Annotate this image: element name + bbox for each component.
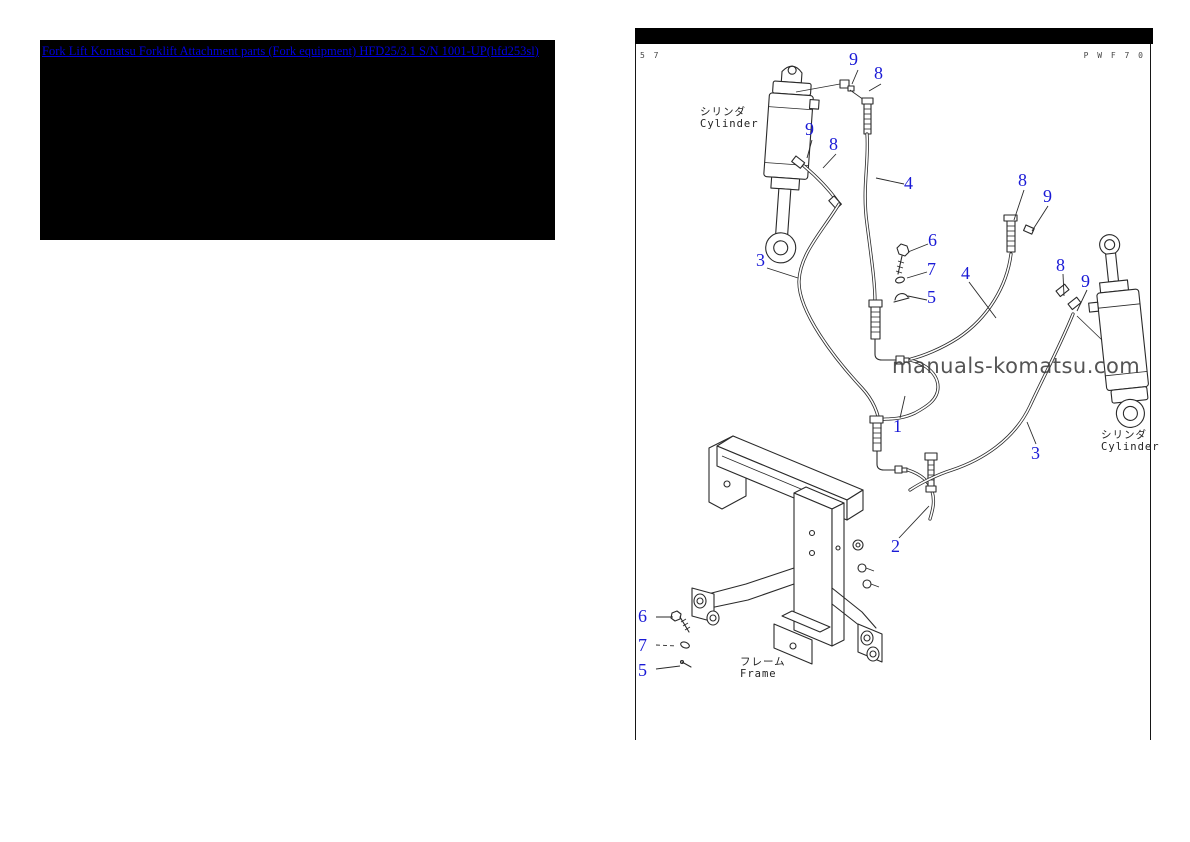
callout-4: 4	[961, 263, 970, 283]
callout-8: 8	[1056, 255, 1065, 275]
cylinder-right	[1088, 234, 1149, 428]
callout-4: 4	[904, 173, 913, 193]
broken-image-placeholder: Fork Lift Komatsu Forklift Attachment pa…	[40, 40, 555, 240]
callout-8: 8	[1018, 170, 1027, 190]
callout-5: 5	[927, 287, 936, 307]
label-frame: フレーム Frame	[740, 656, 786, 680]
cylinder-top-left	[763, 65, 820, 264]
callout-9: 9	[805, 119, 814, 139]
callout-6: 6	[638, 606, 647, 626]
frame-assembly	[691, 435, 883, 665]
callout-8: 8	[874, 63, 883, 83]
parts-line-art	[655, 65, 1149, 670]
label-cylinder-top: シリンダ Cylinder	[700, 106, 759, 130]
parts-diagram-panel: 5 7 P W F 7 0	[635, 28, 1159, 740]
callout-7: 7	[927, 259, 936, 279]
callout-1: 1	[893, 416, 902, 436]
plate-code-left: 5 7	[640, 51, 661, 60]
callout-3: 3	[1031, 443, 1040, 463]
callout-3: 3	[756, 250, 765, 270]
callout-9: 9	[1081, 271, 1090, 291]
callout-9: 9	[849, 49, 858, 69]
watermark: manuals-komatsu.com	[892, 354, 1141, 378]
manual-link[interactable]: Fork Lift Komatsu Forklift Attachment pa…	[42, 44, 539, 58]
callout-2: 2	[891, 536, 900, 556]
callout-7: 7	[638, 635, 647, 655]
diagram-top-bar	[635, 28, 1153, 44]
callout-8: 8	[829, 134, 838, 154]
callout-5: 5	[638, 660, 647, 680]
callout-6: 6	[928, 230, 937, 250]
callout-9: 9	[1043, 186, 1052, 206]
callout-leader-lines	[655, 69, 1088, 670]
label-cylinder-right: シリンダ Cylinder	[1101, 429, 1160, 453]
plate-code-right: P W F 7 0	[1083, 51, 1145, 60]
